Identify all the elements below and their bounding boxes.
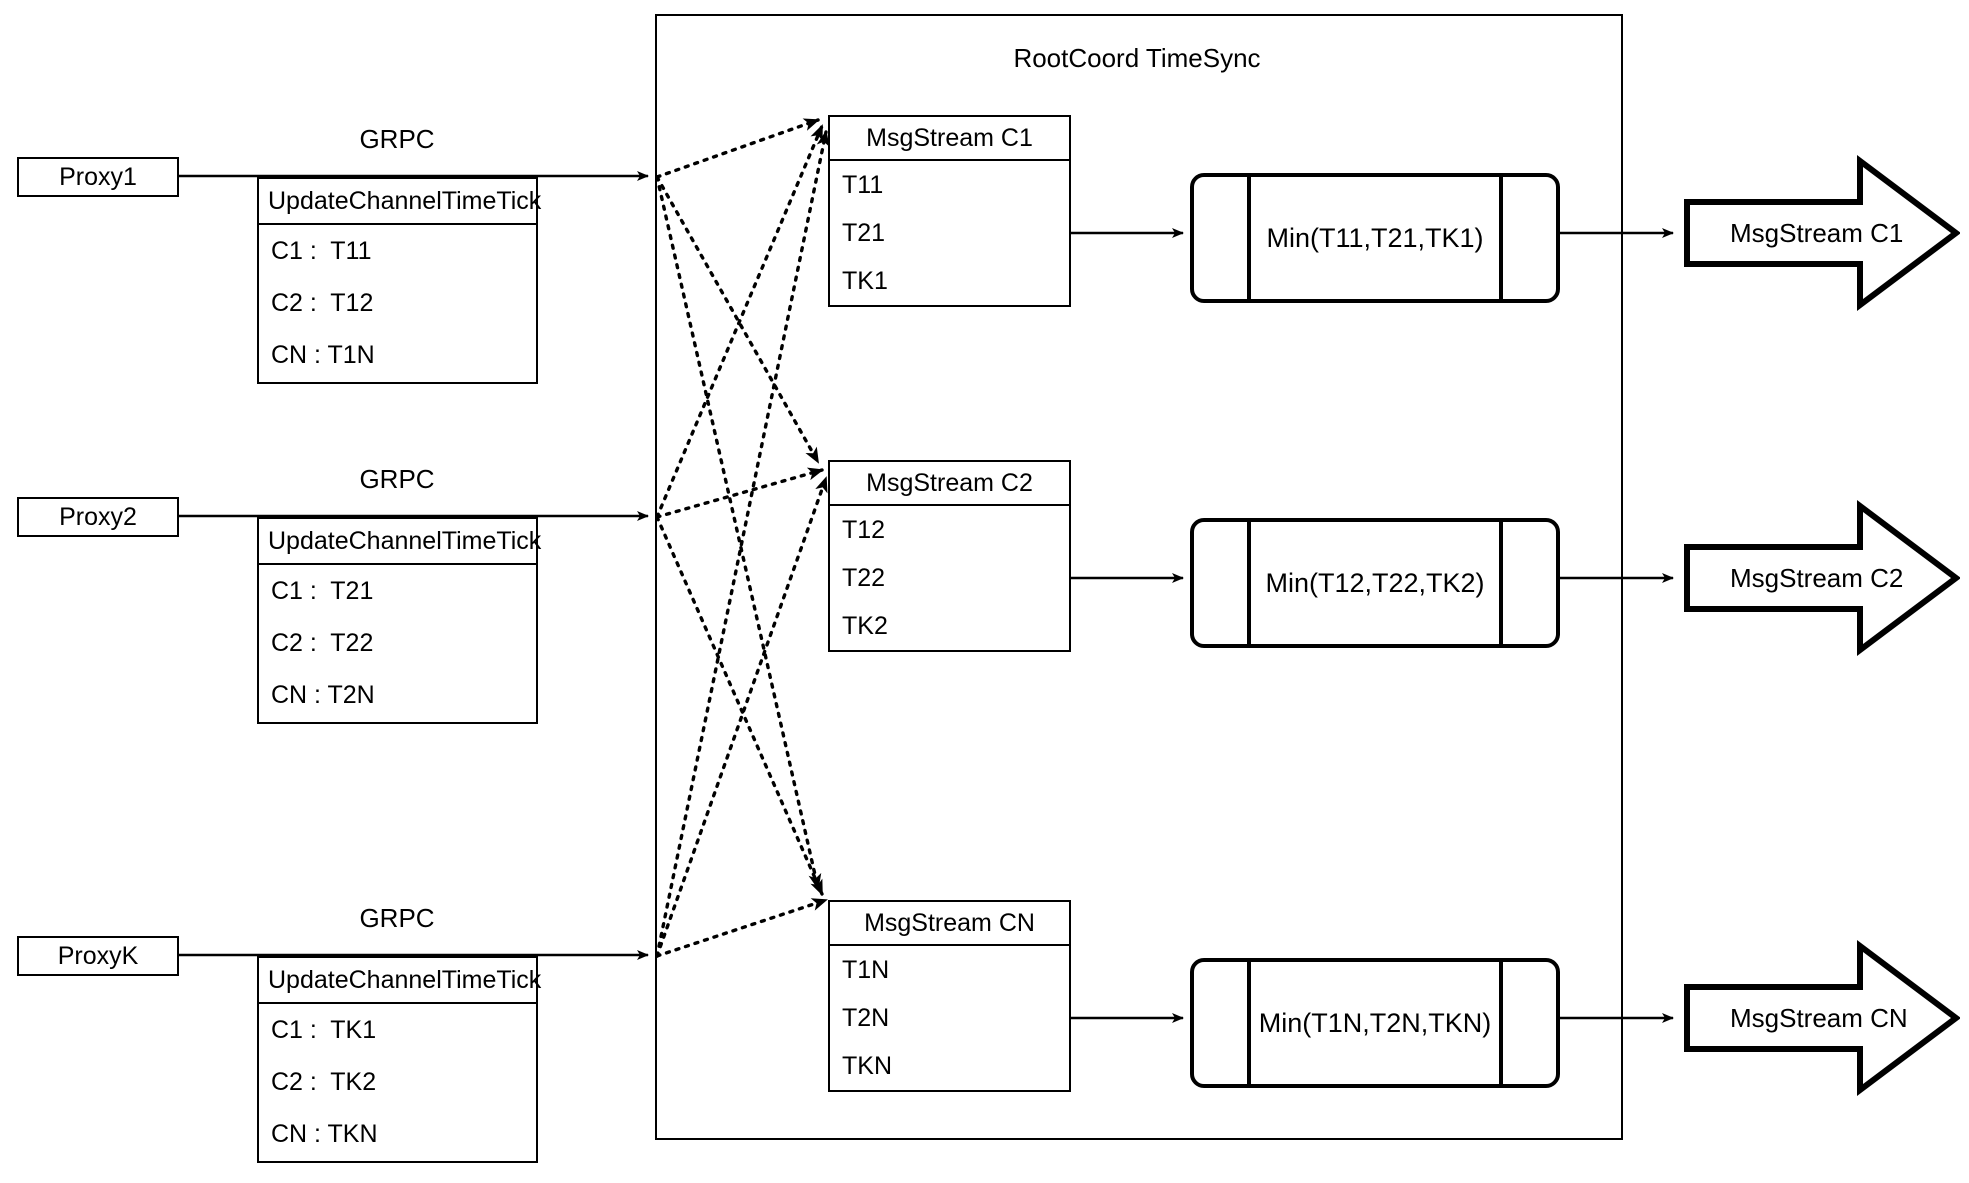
proc-divider-left [1247,177,1251,299]
msgstream-body-c2: T12 T22 TK2 [830,506,1069,650]
request-row: C1 : TK1 [271,1015,377,1044]
output-arrow-label-cn: MsgStream CN [1730,1002,1908,1033]
msgstream-body-c1: T11 T21 TK1 [830,161,1069,305]
grpc-label-proxyk: GRPC [359,903,435,933]
grpc-label-proxy1: GRPC [359,124,435,154]
msgstream-header-cn: MsgStream CN [830,902,1069,946]
proc-divider-left [1247,522,1251,644]
proxy-box-proxyk[interactable]: ProxyK [17,936,179,976]
request-body-proxyk: C1 : TK1 C2 : TK2 CN : TKN [259,1004,536,1161]
msgstream-body-cn: T1N T2N TKN [830,946,1069,1090]
request-body-proxy2: C1 : T21 C2 : T22 CN : T2N [259,565,536,722]
request-body-proxy1: C1 : T11 C2 : T12 CN : T1N [259,225,536,382]
proc-divider-right [1499,522,1503,644]
rootcoord-timesync-title: RootCoord TimeSync [1013,43,1261,73]
msgstream-box-c1: MsgStream C1 T11 T21 TK1 [828,115,1071,307]
msgstream-row: TK1 [842,266,888,295]
proxy-box-proxy2[interactable]: Proxy2 [17,497,179,537]
request-box-proxyk: UpdateChannelTimeTick C1 : TK1 C2 : TK2 … [257,956,541,1163]
request-header-proxyk: UpdateChannelTimeTick [259,958,541,1004]
request-row: C2 : TK2 [271,1067,377,1096]
min-label-cn: Min(T1N,T2N,TKN) [1258,1007,1492,1038]
request-row: CN : T2N [271,681,375,710]
min-label-c1: Min(T11,T21,TK1) [1266,222,1484,253]
request-row: C1 : T21 [271,576,374,605]
msgstream-header-c2: MsgStream C2 [830,462,1069,506]
msgstream-row: T22 [842,563,886,592]
grpc-label-proxy2: GRPC [359,464,435,494]
msgstream-row: T2N [842,1003,890,1032]
output-arrow-label-c2: MsgStream C2 [1730,562,1904,593]
msgstream-box-cn: MsgStream CN T1N T2N TKN [828,900,1071,1092]
min-process-c2: Min(T12,T22,TK2) [1190,518,1560,648]
proc-divider-left [1247,962,1251,1084]
request-row: C2 : T22 [271,628,374,657]
request-row: C1 : T11 [271,236,372,265]
msgstream-header-c1: MsgStream C1 [830,117,1069,161]
msgstream-row: T12 [842,515,886,544]
msgstream-row: T21 [842,218,886,247]
request-box-proxy2: UpdateChannelTimeTick C1 : T21 C2 : T22 … [257,517,541,724]
output-arrow-c1: MsgStream C1 [1684,155,1960,311]
request-row: C2 : T12 [271,288,374,317]
output-arrow-c2: MsgStream C2 [1684,500,1960,656]
request-box-proxy1: UpdateChannelTimeTick C1 : T11 C2 : T12 … [257,177,541,384]
msgstream-row: T11 [842,170,884,199]
output-arrow-label-c1: MsgStream C1 [1730,217,1904,248]
msgstream-row: TKN [842,1051,892,1080]
proxy-box-proxy1[interactable]: Proxy1 [17,157,179,197]
request-header-proxy1: UpdateChannelTimeTick [259,179,541,225]
msgstream-row: TK2 [842,611,888,640]
request-header-proxy2: UpdateChannelTimeTick [259,519,541,565]
proc-divider-right [1499,177,1503,299]
min-process-c1: Min(T11,T21,TK1) [1190,173,1560,303]
output-arrow-cn: MsgStream CN [1684,940,1960,1096]
msgstream-row: T1N [842,955,890,984]
request-row: CN : T1N [271,341,375,370]
request-row: CN : TKN [271,1120,378,1149]
msgstream-box-c2: MsgStream C2 T12 T22 TK2 [828,460,1071,652]
min-process-cn: Min(T1N,T2N,TKN) [1190,958,1560,1088]
min-label-c2: Min(T12,T22,TK2) [1265,567,1485,598]
proc-divider-right [1499,962,1503,1084]
